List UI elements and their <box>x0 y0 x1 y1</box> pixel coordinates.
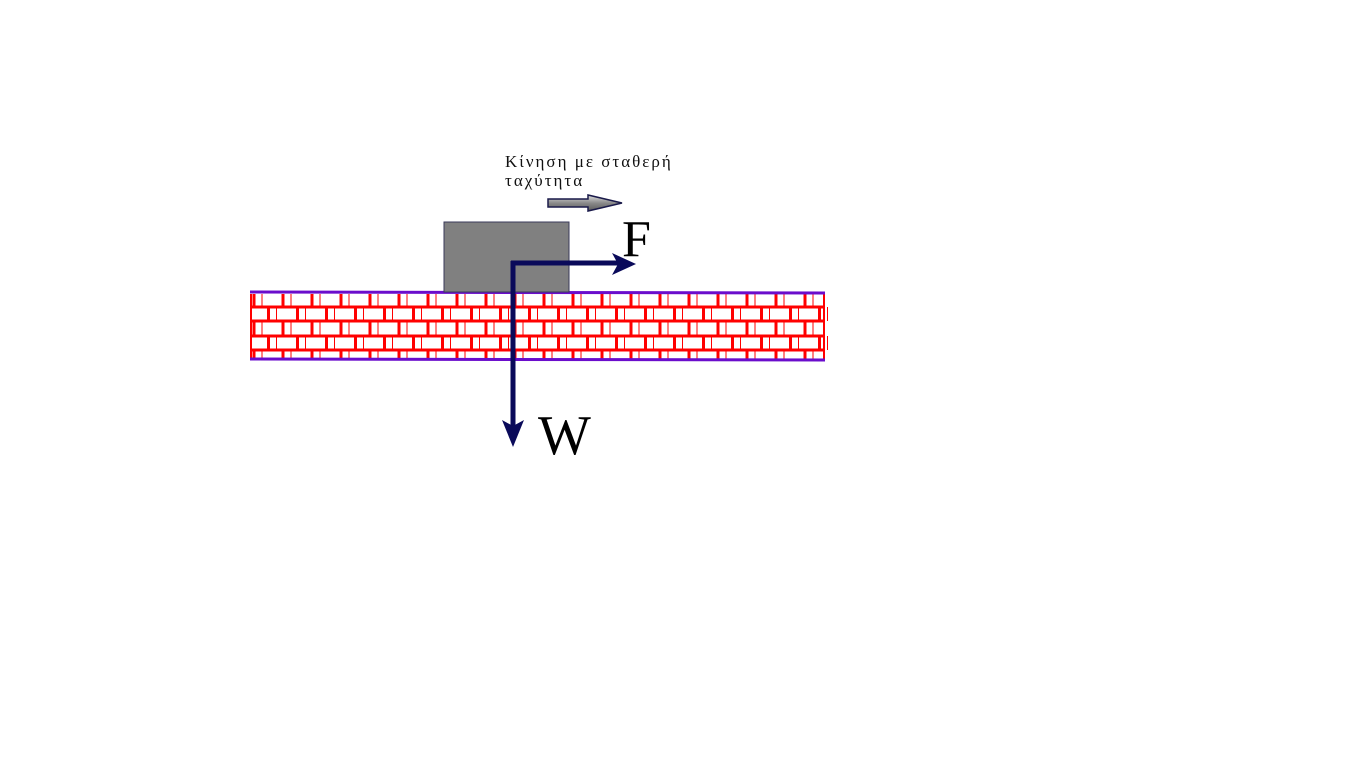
brick-pattern <box>250 294 828 359</box>
brick-floor <box>249 290 828 362</box>
force-w-arrow-icon <box>502 261 524 447</box>
block <box>443 221 570 293</box>
caption-line-1: Κίνηση με σταθερή <box>505 152 673 171</box>
caption-line-2: ταχύτητα <box>505 171 585 190</box>
motion-direction-arrow-icon <box>547 194 623 212</box>
force-w-label: W <box>538 405 591 467</box>
force-f-label: F <box>622 211 651 268</box>
motion-caption: Κίνηση με σταθερή ταχύτητα <box>505 152 673 190</box>
floor-bottom-edge <box>249 357 826 362</box>
force-f-arrow-icon <box>511 253 636 275</box>
